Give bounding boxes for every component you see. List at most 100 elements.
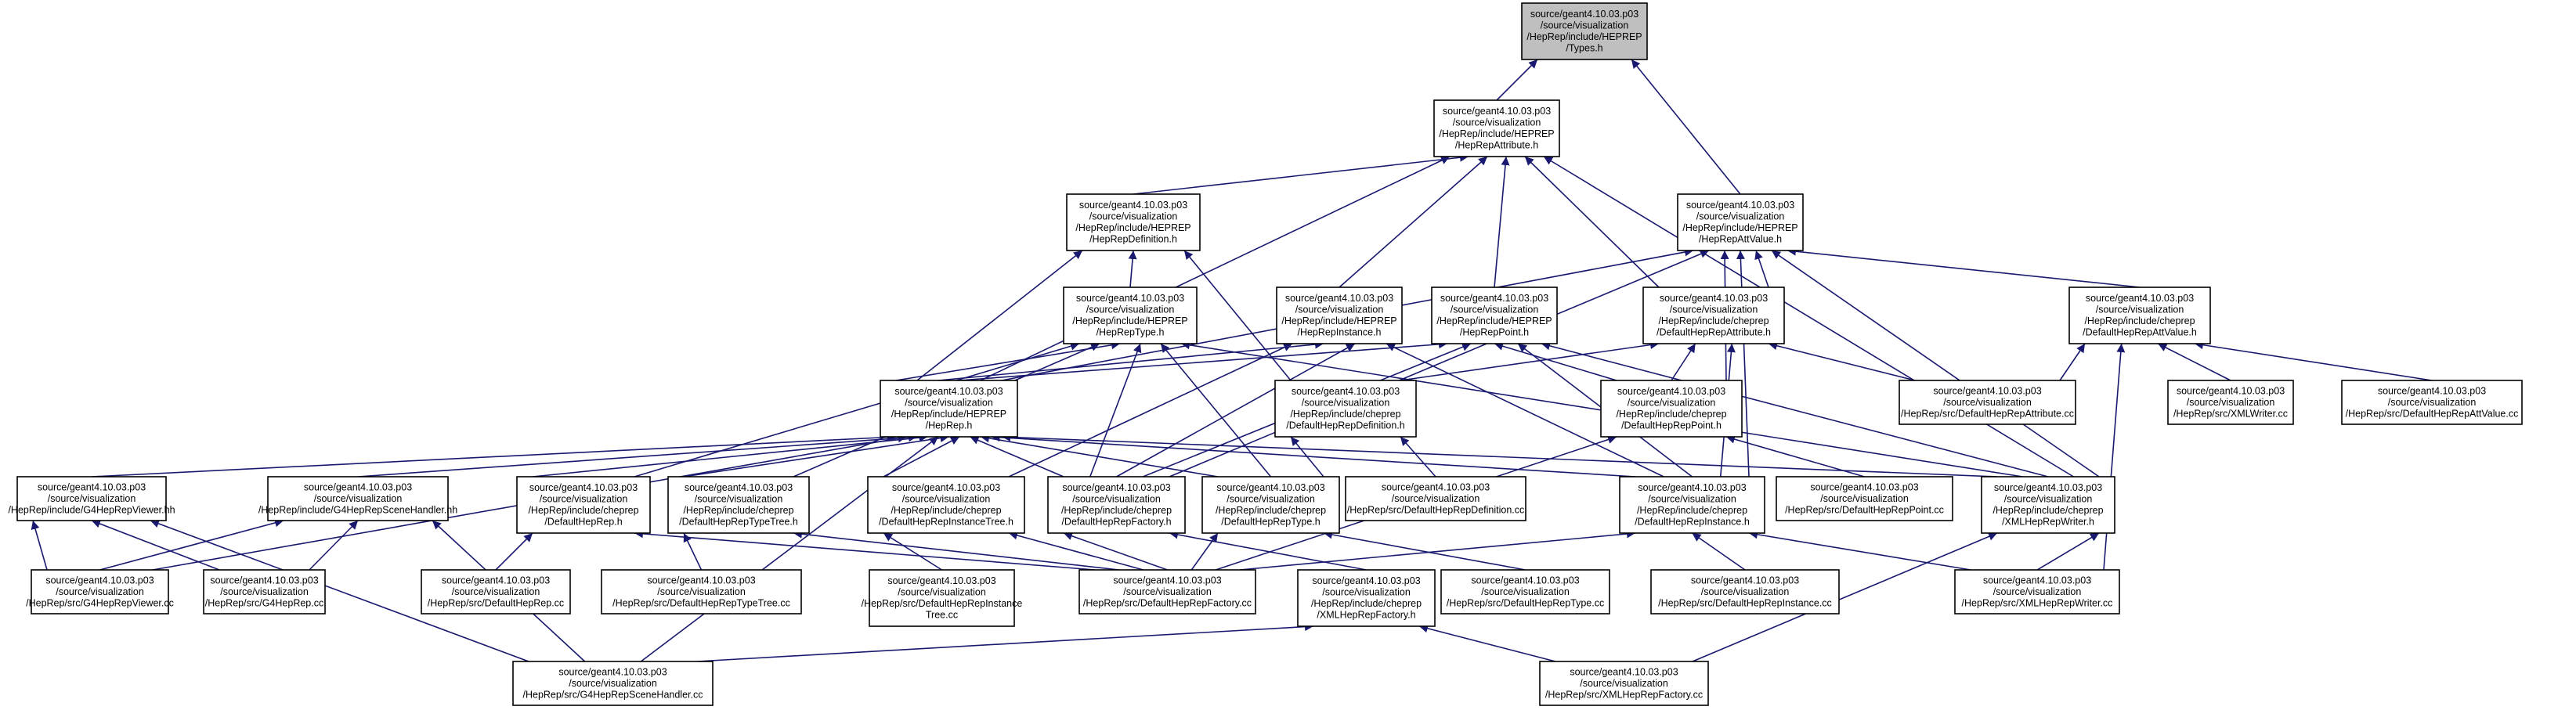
graph-node-g4heprep-cc[interactable]: source/geant4.10.03.p03/source/visualiza… — [203, 569, 326, 614]
dependency-edge — [2059, 343, 2086, 381]
dependency-edge — [1418, 624, 1556, 662]
graph-node-xmlwriter-h[interactable]: source/geant4.10.03.p03/source/visualiza… — [1981, 476, 2115, 534]
graph-node-heprep-h[interactable]: source/geant4.10.03.p03/source/visualiza… — [880, 380, 1018, 438]
graph-node-heprepinstance-h[interactable]: source/geant4.10.03.p03/source/visualiza… — [1276, 287, 1403, 344]
graph-node-definstancetree-h[interactable]: source/geant4.10.03.p03/source/visualiza… — [867, 476, 1025, 534]
graph-node-heprepattvalue-h[interactable]: source/geant4.10.03.p03/source/visualiza… — [1677, 193, 1804, 251]
dependency-edge — [883, 532, 942, 571]
edge-heprep_h-to-heprepdefinition_h — [916, 250, 1083, 381]
dependency-edge — [1787, 247, 2141, 288]
graph-node-xmlfactory-h[interactable]: source/geant4.10.03.p03/source/visualiza… — [1297, 569, 1436, 627]
dependency-edge — [895, 341, 1121, 381]
graph-node-g4scenehandler-hh[interactable]: source/geant4.10.03.p03/source/visualiza… — [258, 476, 457, 521]
graph-node-defattvalue-h[interactable]: source/geant4.10.03.p03/source/visualiza… — [2068, 287, 2211, 344]
graph-node-defdefinition-h[interactable]: source/geant4.10.03.p03/source/visualiza… — [1274, 380, 1417, 438]
edge-deffactory_cc-to-definstancetree_h — [1008, 531, 1143, 571]
graph-node-defattribute-h[interactable]: source/geant4.10.03.p03/source/visualiza… — [1642, 287, 1785, 344]
graph-node-xmlwriter-cc2[interactable]: source/geant4.10.03.p03/source/visualiza… — [1954, 569, 2120, 614]
node-label-line: /Types.h — [1566, 43, 1602, 54]
node-label-line: /HepRep/src/G4HepRep.cc — [205, 597, 323, 608]
node-label-line: source/geant4.10.03.p03 — [1660, 293, 1768, 304]
node-label-line: source/geant4.10.03.p03 — [1530, 9, 1638, 20]
edge-g4scenehandler_cc-to-heprep_h — [640, 436, 939, 662]
graph-node-heprepttype-h[interactable]: source/geant4.10.03.p03/source/visualiza… — [1063, 287, 1198, 344]
node-label-line: source/geant4.10.03.p03 — [892, 482, 1000, 493]
node-label-line: /HepRep/src/DefaultHepRepType.cc — [1447, 597, 1604, 608]
graph-node-defheprep-h[interactable]: source/geant4.10.03.p03/source/visualiza… — [516, 476, 651, 534]
node-label-line: /DefaultHepRepInstanceTree.h — [879, 517, 1013, 528]
dependency-edge — [634, 529, 1096, 571]
node-label-line: /DefaultHepRepTypeTree.h — [679, 517, 798, 528]
node-box — [1600, 380, 1743, 438]
edge-defheprep_h-to-heprep_h — [532, 433, 928, 478]
dependency-edge — [532, 433, 928, 478]
graph-node-defattvalue-cc[interactable]: source/geant4.10.03.p03/source/visualiza… — [2341, 380, 2523, 425]
graph-node-defheprep-cc[interactable]: source/geant4.10.03.p03/source/visualiza… — [421, 569, 571, 614]
edge-heppoint_h-to-heprepattribute_h — [1494, 156, 1510, 288]
dependency-edge — [2036, 532, 2100, 571]
dependency-edge — [1239, 529, 1636, 571]
node-box — [1433, 99, 1560, 157]
graph-node-deftype-cc[interactable]: source/geant4.10.03.p03/source/visualiza… — [1440, 569, 1610, 614]
edge-defheprep_h-to-heprepttype_h — [634, 341, 1080, 478]
edge-xmlwriter_cc2-to-definstance_h — [1748, 530, 1971, 571]
node-label-line: /HepRep/include/HEPREP — [1072, 315, 1187, 326]
graph-node-defpoint-cc[interactable]: source/geant4.10.03.p03/source/visualiza… — [1776, 476, 1953, 521]
node-box — [1539, 661, 1709, 706]
node-label-line: /source/visualization — [1820, 493, 1909, 504]
graph-node-definstance-h[interactable]: source/geant4.10.03.p03/source/visualiza… — [1619, 476, 1765, 534]
node-box — [1047, 476, 1186, 534]
graph-node-deftype-h[interactable]: source/geant4.10.03.p03/source/visualiza… — [1201, 476, 1340, 534]
graph-node-deftypetree-h[interactable]: source/geant4.10.03.p03/source/visualiza… — [667, 476, 810, 534]
dependency-edge — [793, 529, 1119, 571]
node-label-line: /DefaultHepRepFactory.h — [1061, 517, 1171, 528]
graph-node-defpoint-h[interactable]: source/geant4.10.03.p03/source/visualiza… — [1600, 380, 1743, 438]
graph-node-heprepattribute-h[interactable]: source/geant4.10.03.p03/source/visualiza… — [1433, 99, 1560, 157]
node-label-line: /source/visualization — [1993, 586, 2082, 597]
graph-node-g4viewer-hh[interactable]: source/geant4.10.03.p03/source/visualiza… — [8, 476, 175, 521]
graph-node-deftypetree-cc[interactable]: source/geant4.10.03.p03/source/visualiza… — [601, 569, 802, 614]
edge-g4viewer_cc-to-g4scenehandler_hh — [99, 518, 284, 571]
node-box — [869, 569, 1015, 627]
dependency-edge — [309, 520, 359, 571]
node-label-line: /DefaultHepRepDefinition.h — [1286, 420, 1405, 431]
graph-node-defattribute-cc[interactable]: source/geant4.10.03.p03/source/visualiza… — [1899, 380, 2076, 425]
graph-node-heppoint-h[interactable]: source/geant4.10.03.p03/source/visualiza… — [1431, 287, 1558, 344]
graph-node-definstance-cc[interactable]: source/geant4.10.03.p03/source/visualiza… — [1650, 569, 1840, 614]
graph-node-defdefinition-cc[interactable]: source/geant4.10.03.p03/source/visualiza… — [1345, 476, 1526, 521]
node-label-line: source/geant4.10.03.p03 — [558, 666, 667, 677]
graph-node-heprepdefinition-h[interactable]: source/geant4.10.03.p03/source/visualiza… — [1066, 193, 1201, 251]
dependency-edge — [1001, 432, 1998, 478]
node-label-line: /HepRep/include/cheprep — [1616, 409, 1726, 420]
node-label-line: /XMLHepRepFactory.h — [1317, 610, 1415, 621]
node-box — [1440, 569, 1610, 614]
node-box — [1954, 569, 2120, 614]
node-box — [1345, 476, 1526, 521]
graph-node-deffactory-h[interactable]: source/geant4.10.03.p03/source/visualiza… — [1047, 476, 1186, 534]
dependency-edge — [1748, 530, 1971, 571]
node-box — [1066, 193, 1201, 251]
graph-node-g4viewer-cc[interactable]: source/geant4.10.03.p03/source/visualiza… — [26, 569, 174, 614]
node-label-line: /source/visualization — [1481, 586, 1570, 597]
node-label-line: /source/visualization — [657, 586, 746, 597]
node-box — [880, 380, 1018, 438]
node-label-line: /HepRep/src/DefaultHepRepPoint.cc — [1785, 504, 1944, 515]
node-label-line: source/geant4.10.03.p03 — [2177, 385, 2285, 396]
graph-node-deffactory-cc[interactable]: source/geant4.10.03.p03/source/visualiza… — [1078, 569, 1256, 614]
edge-defattribute_h-to-heprepattvalue_h — [1754, 250, 1769, 288]
graph-node-xmlfactory-cc[interactable]: source/geant4.10.03.p03/source/visualiza… — [1539, 661, 1709, 706]
graph-node-g4scenehandler-cc[interactable]: source/geant4.10.03.p03/source/visualiza… — [512, 661, 714, 706]
node-label-line: /source/visualization — [1648, 494, 1736, 505]
node-label-line: source/geant4.10.03.p03 — [38, 481, 146, 492]
edge-xmlwriter_cc2-to-xmlwriter_h — [2036, 532, 2100, 571]
edge-heprep_h-to-heprepattribute_h — [980, 156, 1451, 381]
edge-defpoint_h-to-heppoint_h — [1494, 341, 1617, 381]
node-label-line: /source/visualization — [1123, 586, 1212, 597]
node-label-line: source/geant4.10.03.p03 — [210, 575, 318, 586]
edge-deffactory_cc-to-definstance_h — [1239, 529, 1636, 571]
graph-node-xmlwriter-cc[interactable]: source/geant4.10.03.p03/source/visualiza… — [2167, 380, 2294, 425]
node-label-line: source/geant4.10.03.p03 — [2086, 293, 2194, 304]
dependency-edge — [1400, 436, 1436, 478]
graph-node-definstancetree-cc[interactable]: source/geant4.10.03.p03/source/visualiza… — [862, 569, 1023, 627]
dependency-edge — [1133, 153, 1469, 195]
